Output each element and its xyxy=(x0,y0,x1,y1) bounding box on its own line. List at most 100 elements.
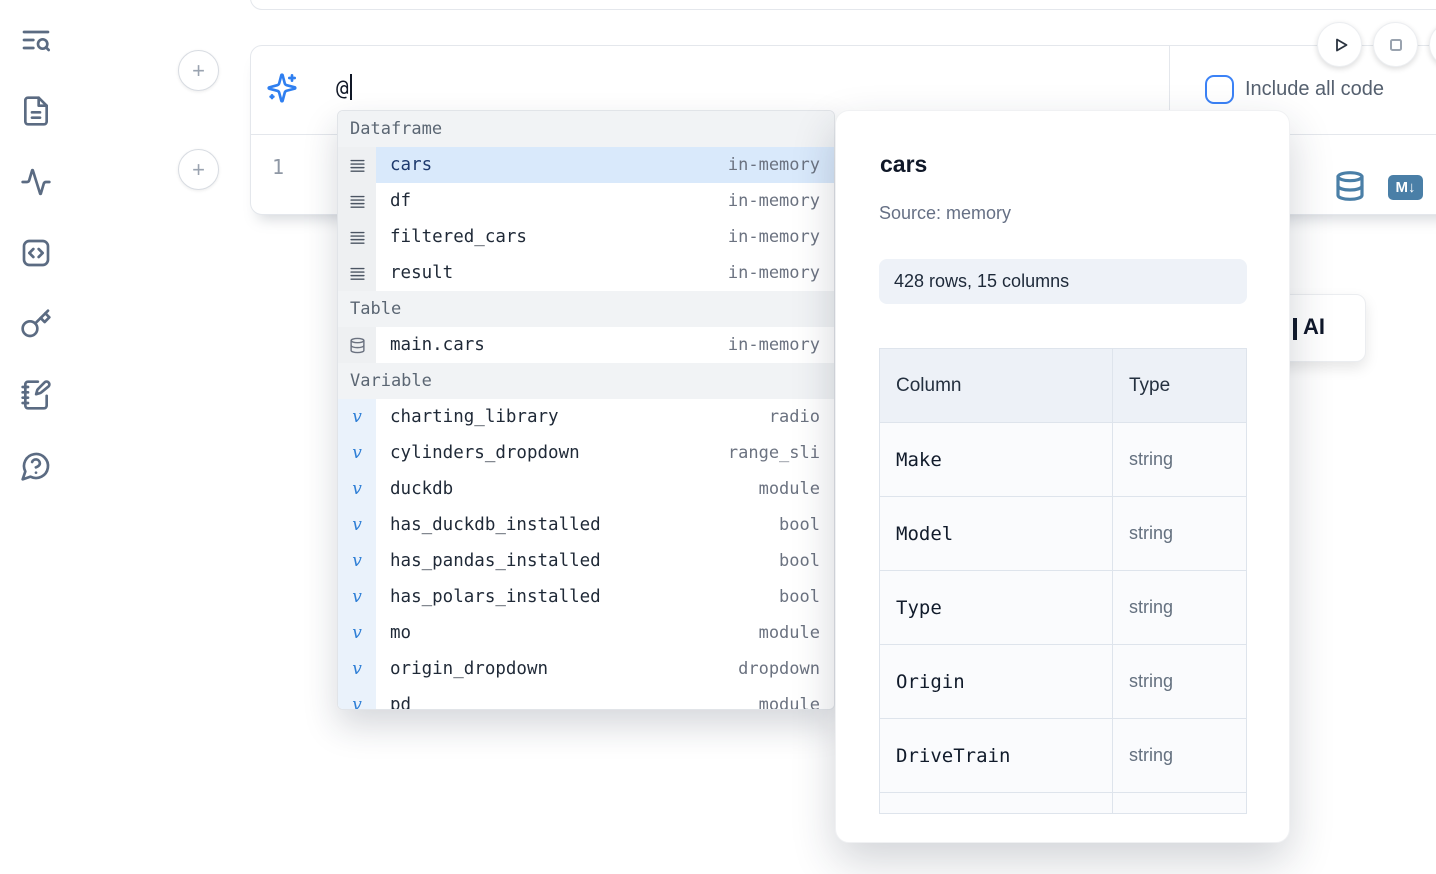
item-name: pd xyxy=(390,695,412,710)
ai-sparkles-icon xyxy=(266,72,298,104)
item-name: df xyxy=(390,191,412,211)
item-type: module xyxy=(758,695,820,710)
autocomplete-item-df[interactable]: df in-memory xyxy=(338,183,834,219)
preview-shape-badge: 428 rows, 15 columns xyxy=(879,259,1247,304)
database-icon xyxy=(338,327,376,363)
column-type: string xyxy=(1129,671,1174,691)
item-name: has_duckdb_installed xyxy=(390,515,601,535)
markdown-export-icon[interactable]: M↓ xyxy=(1388,175,1423,200)
include-all-code-label: Include all code xyxy=(1245,78,1384,100)
dataframe-rows-icon xyxy=(338,219,376,255)
autocomplete-item-cars[interactable]: cars in-memory xyxy=(338,147,834,183)
table-row-clipped xyxy=(880,793,1246,813)
item-name: duckdb xyxy=(390,479,454,499)
include-all-code-checkbox[interactable] xyxy=(1205,75,1234,104)
item-type: in-memory xyxy=(727,263,820,283)
item-type: in-memory xyxy=(727,155,820,175)
item-type: module xyxy=(758,479,820,499)
autocomplete-item-has-pandas-installed[interactable]: v has_pandas_installed bool xyxy=(338,543,834,579)
column-name: Model xyxy=(896,522,954,545)
editor-line-number: 1 xyxy=(271,155,285,179)
ai-button-label: AI xyxy=(1303,314,1325,339)
variable-icon: v xyxy=(338,579,376,615)
column-name: DriveTrain xyxy=(896,744,1011,767)
datasource-icon[interactable] xyxy=(1334,170,1366,202)
item-type: radio xyxy=(768,407,820,427)
clipped-letter-stub xyxy=(1293,318,1297,340)
table-row: Origin string xyxy=(880,645,1246,719)
item-name: result xyxy=(390,263,454,283)
item-type: in-memory xyxy=(727,227,820,247)
table-row: Model string xyxy=(880,497,1246,571)
add-cell-above-button[interactable]: + xyxy=(178,50,219,91)
item-type: in-memory xyxy=(727,335,820,355)
variable-icon: v xyxy=(338,471,376,507)
autocomplete-item-main-cars[interactable]: main.cars in-memory xyxy=(338,327,834,363)
autocomplete-item-cylinders-dropdown[interactable]: v cylinders_dropdown range_sli xyxy=(338,435,834,471)
notebook-pen-icon[interactable] xyxy=(20,379,52,411)
item-name: mo xyxy=(390,623,412,643)
dataframe-rows-icon xyxy=(338,183,376,219)
item-type: in-memory xyxy=(727,191,820,211)
file-text-icon[interactable] xyxy=(20,95,52,127)
item-name: has_polars_installed xyxy=(390,587,601,607)
table-row: Make string xyxy=(880,423,1246,497)
sidebar xyxy=(20,24,54,482)
autocomplete-item-filtered-cars[interactable]: filtered_cars in-memory xyxy=(338,219,834,255)
item-name: charting_library xyxy=(390,407,559,427)
item-type: dropdown xyxy=(738,659,820,679)
column-type: string xyxy=(1129,745,1174,765)
item-name: filtered_cars xyxy=(390,227,527,247)
dataframe-preview-panel: cars Source: memory 428 rows, 15 columns… xyxy=(835,110,1290,843)
variable-icon: v xyxy=(338,399,376,435)
preview-title: cars xyxy=(880,151,928,177)
key-icon[interactable] xyxy=(20,308,52,340)
text-search-icon[interactable] xyxy=(20,24,52,56)
autocomplete-item-mo[interactable]: v mo module xyxy=(338,615,834,651)
help-chat-icon[interactable] xyxy=(20,450,52,482)
item-type: range_sli xyxy=(727,443,820,463)
ai-prompt-input[interactable]: @ xyxy=(336,74,352,100)
autocomplete-item-has-duckdb-installed[interactable]: v has_duckdb_installed bool xyxy=(338,507,834,543)
section-header-dataframe: Dataframe xyxy=(338,111,834,147)
prompt-value: @ xyxy=(336,76,349,100)
stop-button[interactable] xyxy=(1373,22,1418,67)
variable-icon: v xyxy=(338,435,376,471)
table-row: DriveTrain string xyxy=(880,719,1246,793)
variable-icon: v xyxy=(338,615,376,651)
column-name: Type xyxy=(896,596,942,619)
section-header-table: Table xyxy=(338,291,834,327)
prompt-options-separator xyxy=(1169,46,1170,134)
preview-source: Source: memory xyxy=(879,203,1012,223)
item-name: main.cars xyxy=(390,335,485,355)
variable-icon: v xyxy=(338,507,376,543)
previous-cell-fragment xyxy=(250,0,1436,10)
column-name: Make xyxy=(896,448,942,471)
autocomplete-item-origin-dropdown[interactable]: v origin_dropdown dropdown xyxy=(338,651,834,687)
preview-schema-table: Column Type Make string Model string Typ… xyxy=(879,348,1247,814)
column-type: string xyxy=(1129,597,1174,617)
autocomplete-item-charting-library[interactable]: v charting_library radio xyxy=(338,399,834,435)
dataframe-rows-icon xyxy=(338,147,376,183)
activity-icon[interactable] xyxy=(20,166,52,198)
autocomplete-item-result[interactable]: result in-memory xyxy=(338,255,834,291)
add-cell-below-button[interactable]: + xyxy=(178,149,219,190)
autocomplete-item-pd[interactable]: v pd module xyxy=(338,687,834,710)
variable-icon: v xyxy=(338,687,376,709)
column-header: Column xyxy=(896,374,962,396)
table-header-row: Column Type xyxy=(880,349,1246,423)
autocomplete-item-has-polars-installed[interactable]: v has_polars_installed bool xyxy=(338,579,834,615)
section-header-variable: Variable xyxy=(338,363,834,399)
type-header: Type xyxy=(1129,374,1171,396)
column-type: string xyxy=(1129,523,1174,543)
item-type: bool xyxy=(779,587,820,607)
item-name: cylinders_dropdown xyxy=(390,443,580,463)
dataframe-rows-icon xyxy=(338,255,376,291)
variable-icon: v xyxy=(338,543,376,579)
item-name: has_pandas_installed xyxy=(390,551,601,571)
item-type: bool xyxy=(779,551,820,571)
run-cell-button[interactable] xyxy=(1317,22,1362,67)
code-square-icon[interactable] xyxy=(20,237,52,269)
text-caret xyxy=(349,74,352,100)
autocomplete-item-duckdb[interactable]: v duckdb module xyxy=(338,471,834,507)
